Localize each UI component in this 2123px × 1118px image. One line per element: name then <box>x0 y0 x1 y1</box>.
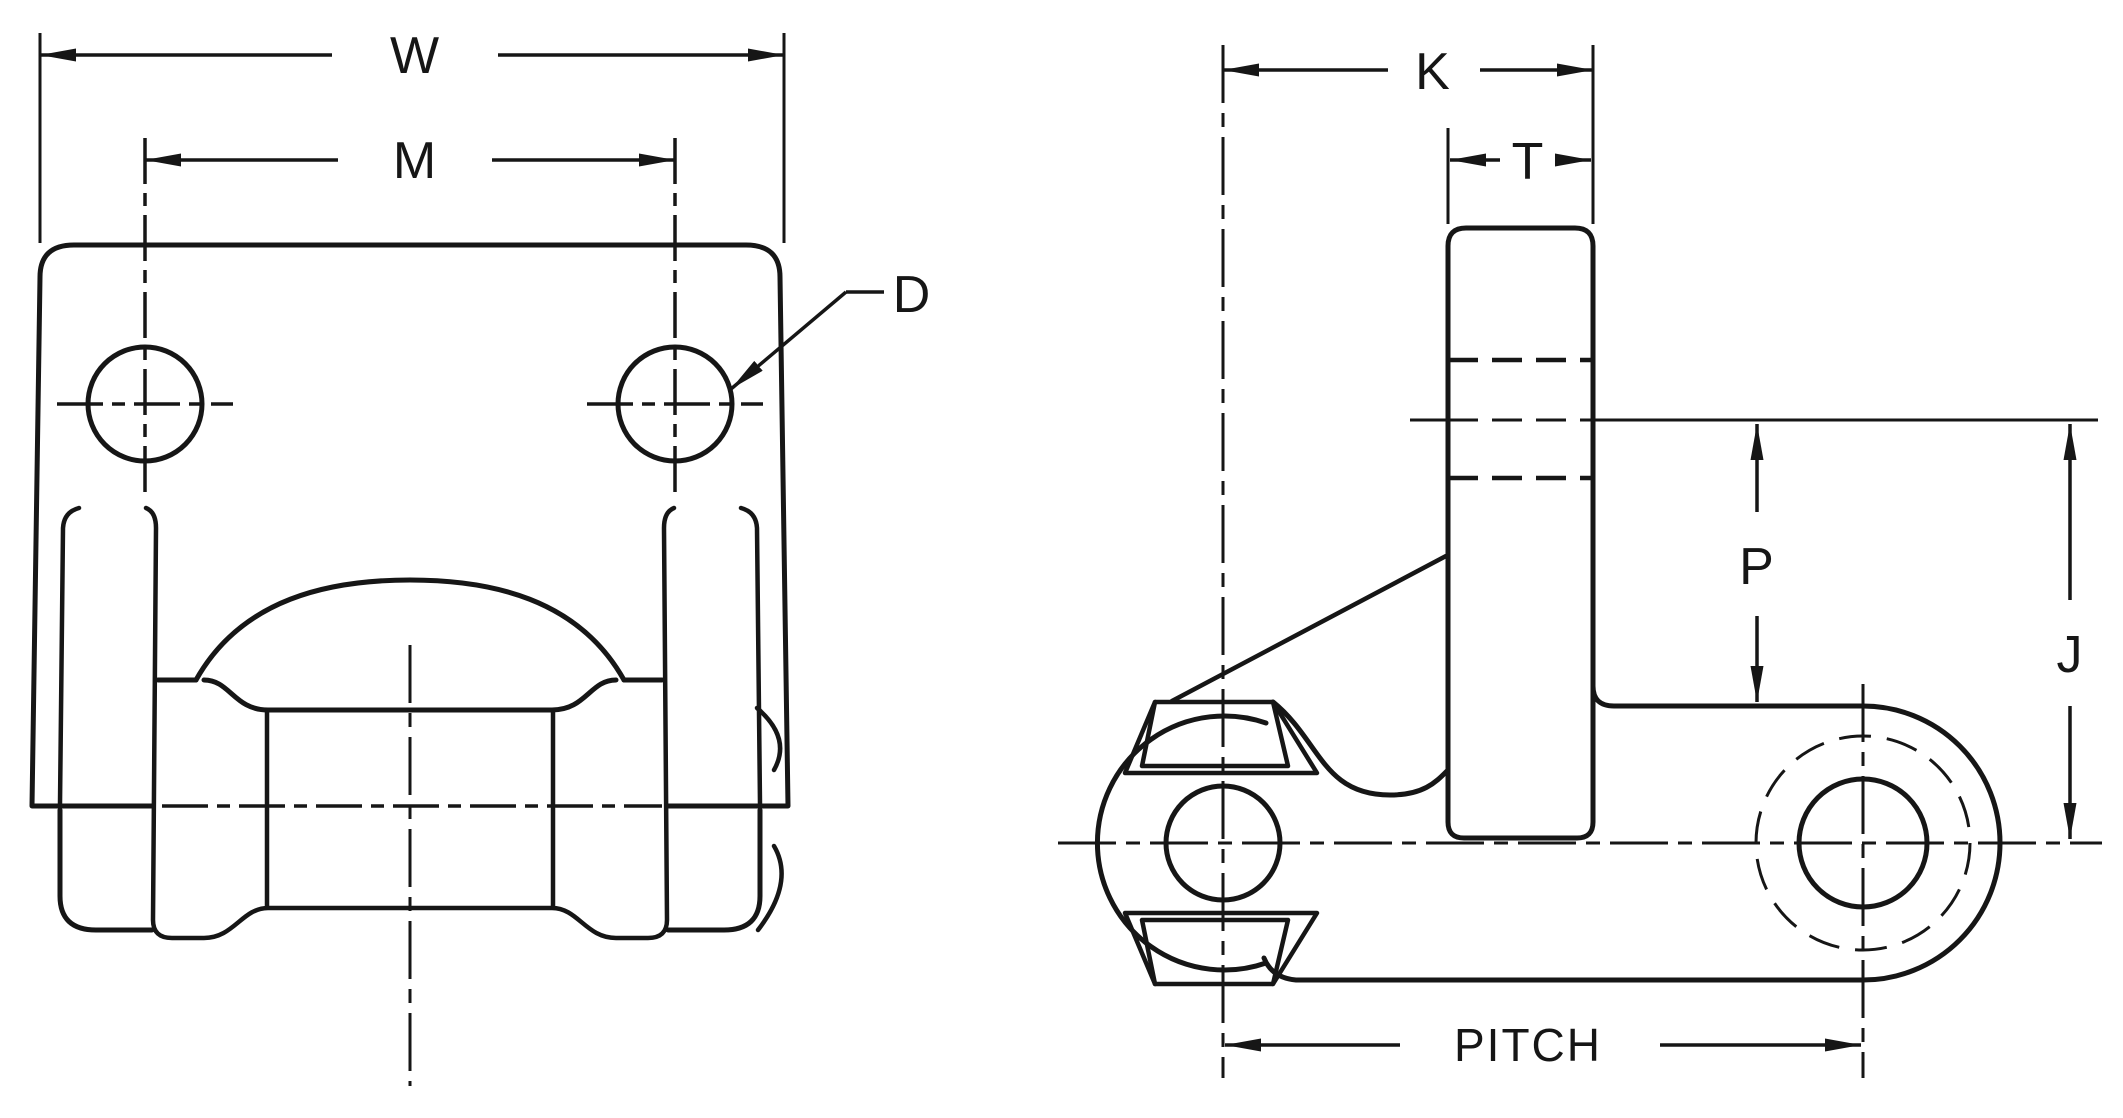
lower-left-corner <box>57 807 155 933</box>
dimension-m: M <box>145 132 675 190</box>
sidebar-s-curve <box>1270 699 1451 798</box>
wedge-upper-outer <box>1122 699 1320 776</box>
upper-neck <box>201 677 619 713</box>
dimension-label-t: T <box>1512 133 1545 191</box>
lower-right-corner <box>665 807 763 933</box>
tab-outline <box>1445 225 1596 841</box>
dome-arc <box>193 577 627 683</box>
dimension-k: K <box>1223 43 1595 224</box>
dimension-label-p: P <box>1739 538 1775 596</box>
end-cap-lower <box>755 843 784 933</box>
wing-left-outer <box>57 505 82 807</box>
gusset-line <box>1169 553 1449 704</box>
wing-right-outer <box>738 505 763 807</box>
end-cap-upper <box>754 705 783 773</box>
dimension-w: W <box>38 27 786 243</box>
dimension-label-m: M <box>393 132 437 190</box>
dimension-p: P <box>1739 424 1775 702</box>
d-leader <box>729 290 848 391</box>
front-plate-outline <box>29 242 791 809</box>
plate-top-line <box>1590 683 1866 709</box>
wedge-upper-inner <box>1139 699 1291 769</box>
dimension-label-j: J <box>2057 626 2084 684</box>
dimension-d: D <box>729 266 932 391</box>
wedge-lower-outer <box>1122 910 1320 987</box>
wedge-lower-inner <box>1139 917 1291 987</box>
side-view <box>1058 45 2102 1078</box>
dimension-label-k: K <box>1415 43 1451 101</box>
dimension-label-pitch: PITCH <box>1454 1019 1602 1071</box>
dimension-pitch: PITCH <box>1225 1019 1861 1071</box>
dimension-t: T <box>1446 128 1591 224</box>
dimension-label-w: W <box>390 27 440 85</box>
dimension-label-d: D <box>893 266 932 324</box>
front-view <box>29 138 791 1086</box>
dimension-j: J <box>2057 424 2084 839</box>
